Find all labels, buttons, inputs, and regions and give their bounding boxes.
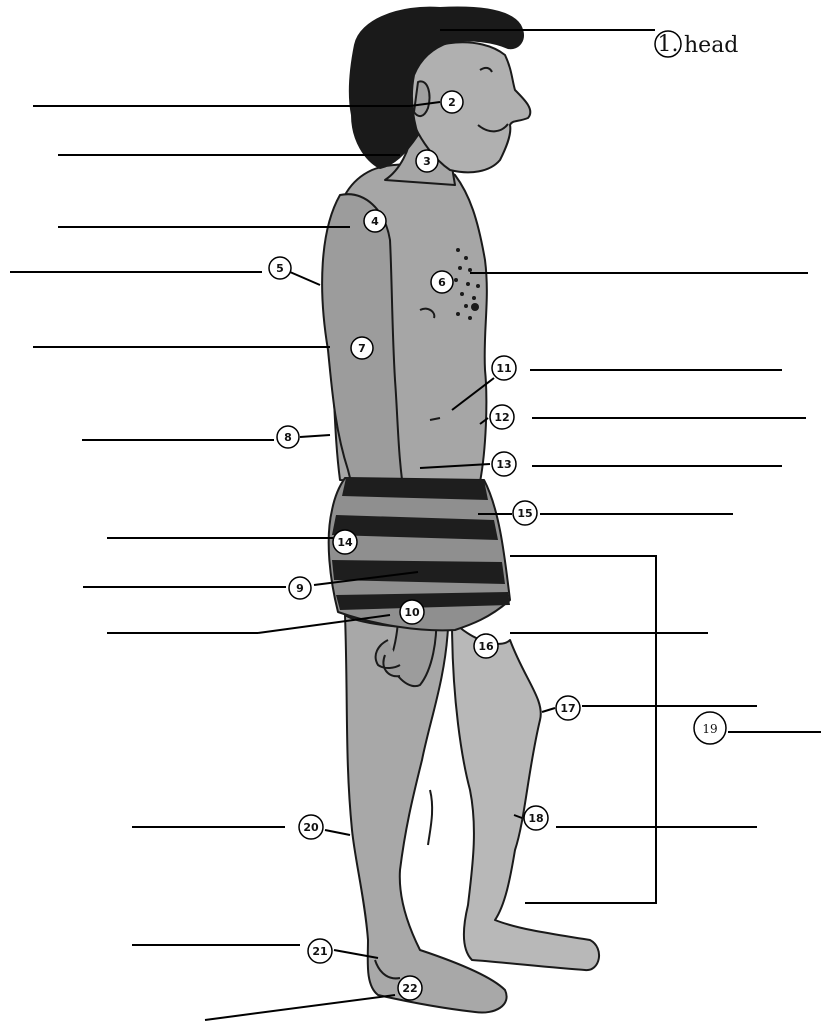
knee-line — [428, 790, 432, 845]
svg-text:4: 4 — [371, 215, 379, 228]
marker-12: 12 — [490, 405, 514, 429]
marker-17: 17 — [556, 696, 580, 720]
svg-text:15: 15 — [517, 507, 532, 520]
marker-13: 13 — [492, 452, 516, 476]
svg-text:17: 17 — [560, 702, 575, 715]
marker-18: 18 — [524, 806, 548, 830]
svg-text:8: 8 — [284, 431, 292, 444]
svg-text:18: 18 — [528, 812, 543, 825]
svg-text:3: 3 — [423, 155, 431, 168]
human-figure-illustration — [322, 8, 599, 1013]
back-leg — [452, 620, 599, 970]
svg-text:20: 20 — [303, 821, 319, 834]
svg-text:13: 13 — [496, 458, 511, 471]
marker-2: 2 — [441, 91, 463, 113]
marker-11: 11 — [492, 356, 516, 380]
marker-14: 14 — [333, 530, 357, 554]
marker-20: 20 — [299, 815, 323, 839]
pointer-5 — [290, 272, 320, 285]
marker-19: 19 — [694, 712, 726, 744]
marker-15: 15 — [513, 501, 537, 525]
marker-3: 3 — [416, 150, 438, 172]
marker-10: 10 — [400, 600, 424, 624]
svg-text:2: 2 — [448, 96, 456, 109]
marker-16: 16 — [474, 634, 498, 658]
svg-text:12: 12 — [494, 411, 509, 424]
pointer-8 — [300, 435, 330, 437]
marker-22: 22 — [398, 976, 422, 1000]
label-head: head — [684, 33, 738, 58]
marker-4: 4 — [364, 210, 386, 232]
leader-line-22 — [205, 995, 395, 1020]
svg-text:14: 14 — [337, 536, 353, 549]
svg-text:11: 11 — [496, 362, 511, 375]
svg-text:22: 22 — [402, 982, 417, 995]
marker-21: 21 — [308, 939, 332, 963]
svg-text:6: 6 — [438, 276, 446, 289]
marker-1: 1. — [655, 31, 681, 57]
marker-6: 6 — [431, 271, 453, 293]
pointer-20 — [325, 830, 350, 835]
svg-text:7: 7 — [358, 342, 366, 355]
svg-text:16: 16 — [478, 640, 494, 653]
pointer-17 — [542, 708, 555, 712]
marker-9: 9 — [289, 577, 311, 599]
svg-text:1.: 1. — [658, 32, 679, 57]
svg-text:5: 5 — [276, 262, 284, 275]
svg-text:21: 21 — [312, 945, 327, 958]
svg-text:19: 19 — [702, 722, 717, 736]
marker-8: 8 — [277, 426, 299, 448]
marker-7: 7 — [351, 337, 373, 359]
svg-text:9: 9 — [296, 582, 304, 595]
svg-text:10: 10 — [404, 606, 420, 619]
marker-5: 5 — [269, 257, 291, 279]
